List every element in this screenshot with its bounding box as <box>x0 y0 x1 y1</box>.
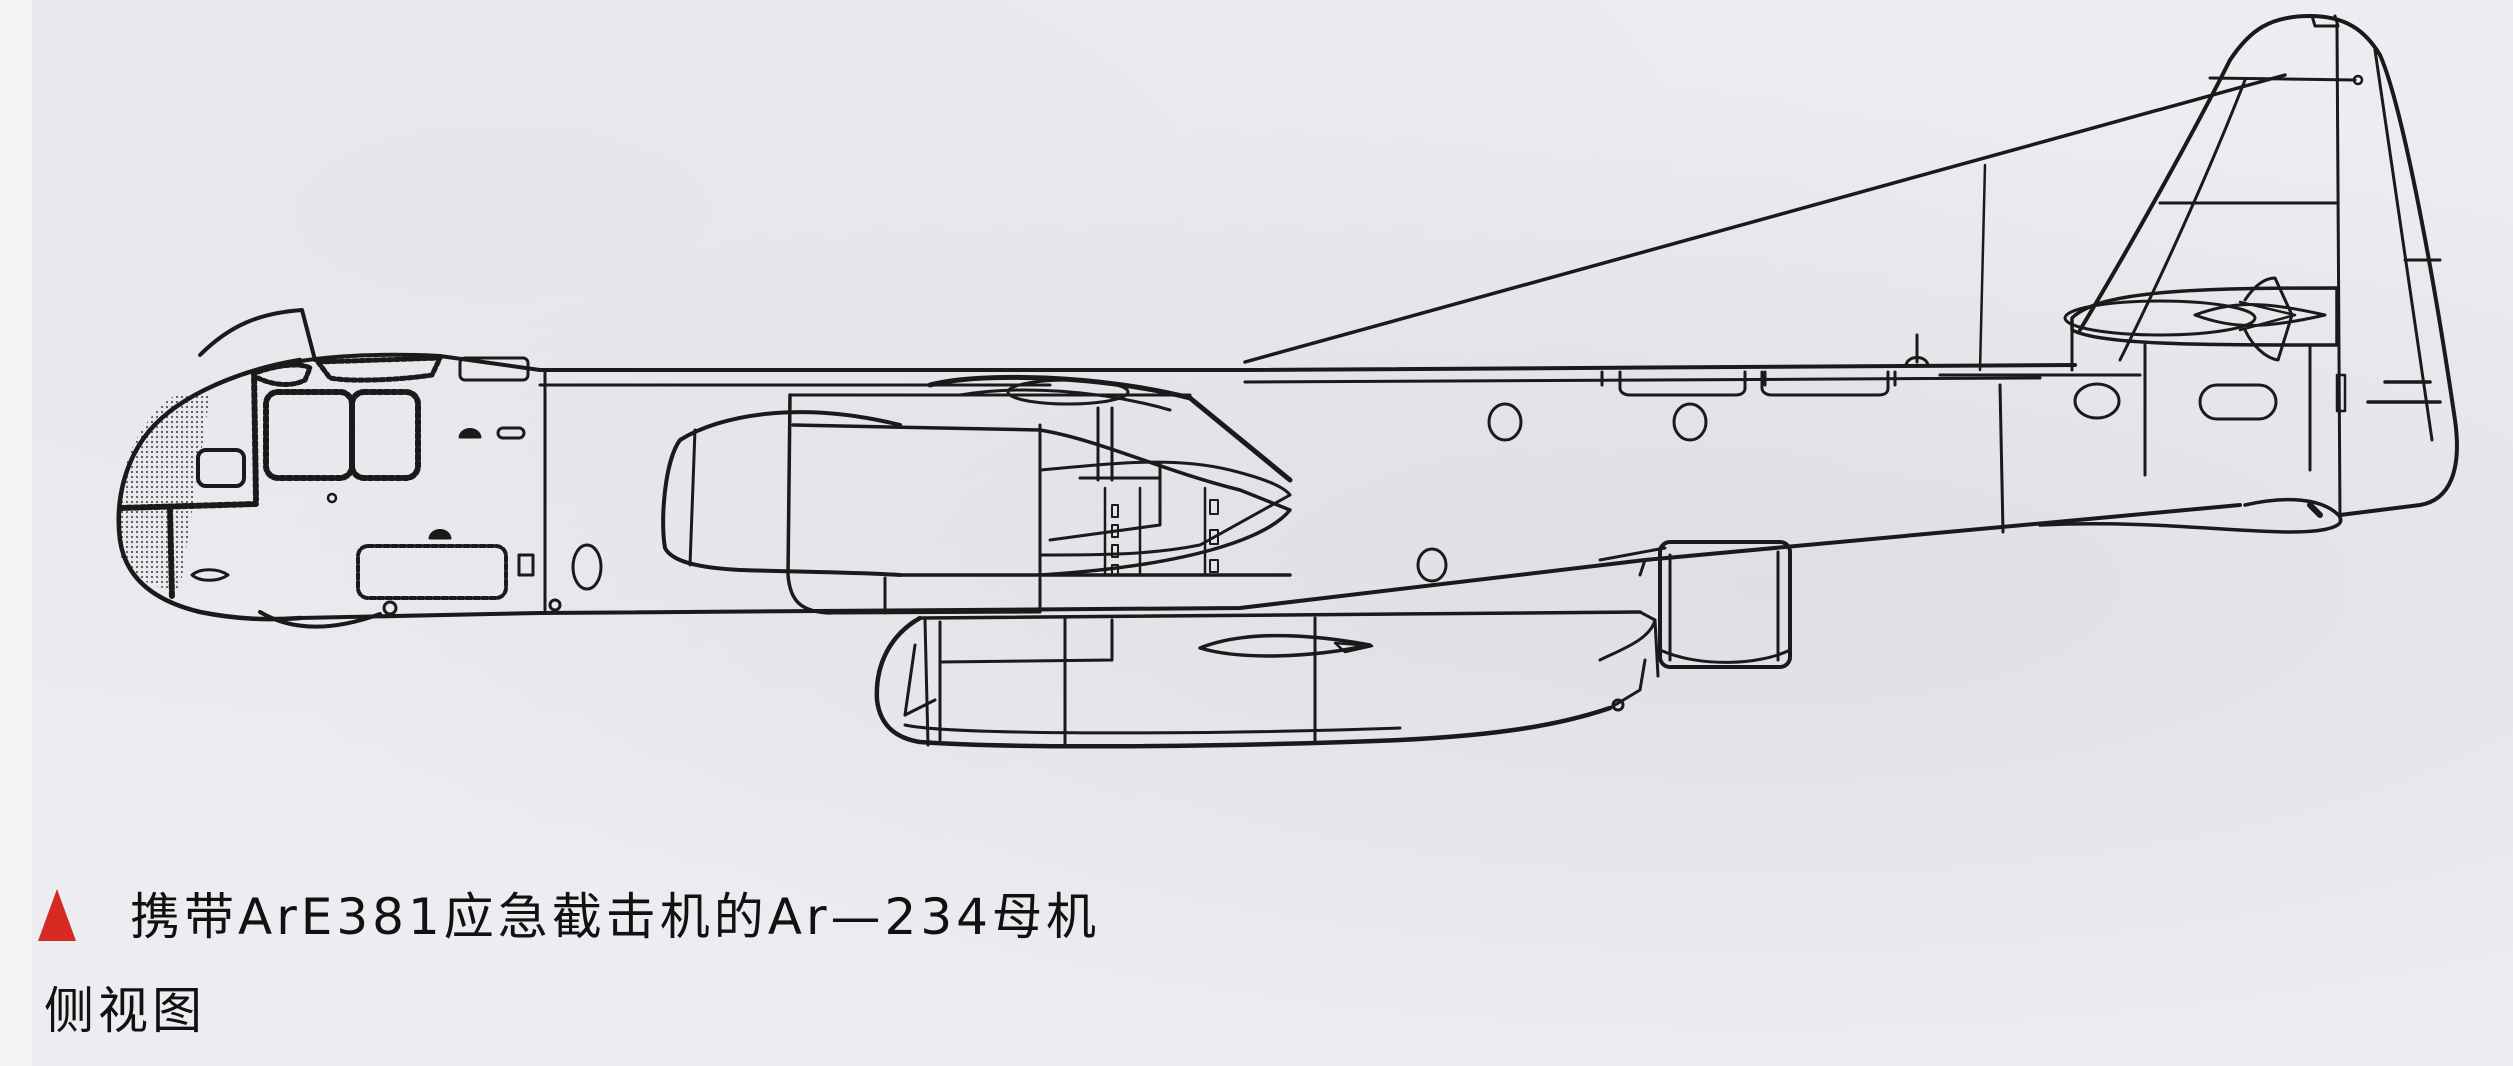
horizontal-stabilizer <box>2063 276 2339 362</box>
wing-root <box>1243 73 2287 372</box>
jet-engine-nacelle <box>661 374 1293 615</box>
aircraft-side-view-drawing <box>116 14 2459 749</box>
red-triangle-icon <box>38 889 76 941</box>
caption-line-1: 携带ArE381应急截击机的Ar—234母机 <box>38 888 1100 946</box>
caption-title-text: 携带ArE381应急截击机的Ar—234母机 <box>130 888 1100 946</box>
arE381-parasite-interceptor <box>874 610 1660 749</box>
rear-fuselage <box>1938 330 2343 534</box>
fuselage <box>298 333 2242 620</box>
page-margin <box>0 0 32 1066</box>
vertical-tail-fin <box>2078 14 2459 522</box>
glazed-nose-cockpit <box>116 308 603 629</box>
rear-pod <box>1598 540 1792 669</box>
caption-line-2: 侧视图 <box>44 982 206 1040</box>
